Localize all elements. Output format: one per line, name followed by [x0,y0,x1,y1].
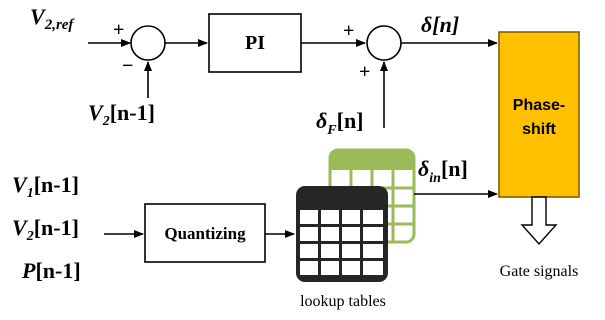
deltaIn-label: δin[n] [418,156,468,186]
phase-shift-label-1: Phase- [513,97,565,114]
sum2-plus-left-sign: + [343,20,354,42]
delta-label: δ[n] [421,12,459,37]
summing-junction-2 [366,25,402,61]
quantizing-label: Quantizing [164,224,246,243]
sum1-plus-sign: + [113,19,124,41]
v2-feedback-label: V2[n-1] [88,100,155,129]
lookup-tables-caption: lookup tables [300,293,386,310]
v2-label: V2[n-1] [12,215,79,244]
phase-shift-block [498,31,580,198]
v2ref-label: V2,ref [30,4,75,33]
phase-shift-label-2: shift [522,121,556,138]
sum2-plus-bottom-sign: + [359,61,370,83]
deltaF-label: δF[n] [316,108,364,138]
pi-label: PI [245,32,265,54]
quantizing-block [144,203,266,263]
gate-signals-caption: Gate signals [500,263,579,280]
black-table-icon [296,186,388,282]
pi-block [208,13,302,73]
v1-label: V1[n-1] [12,172,79,201]
summing-junction-1 [130,25,166,61]
sum1-minus-sign: − [122,55,133,77]
p-label: P[n-1] [21,258,81,283]
gate-output-arrow [520,196,558,246]
